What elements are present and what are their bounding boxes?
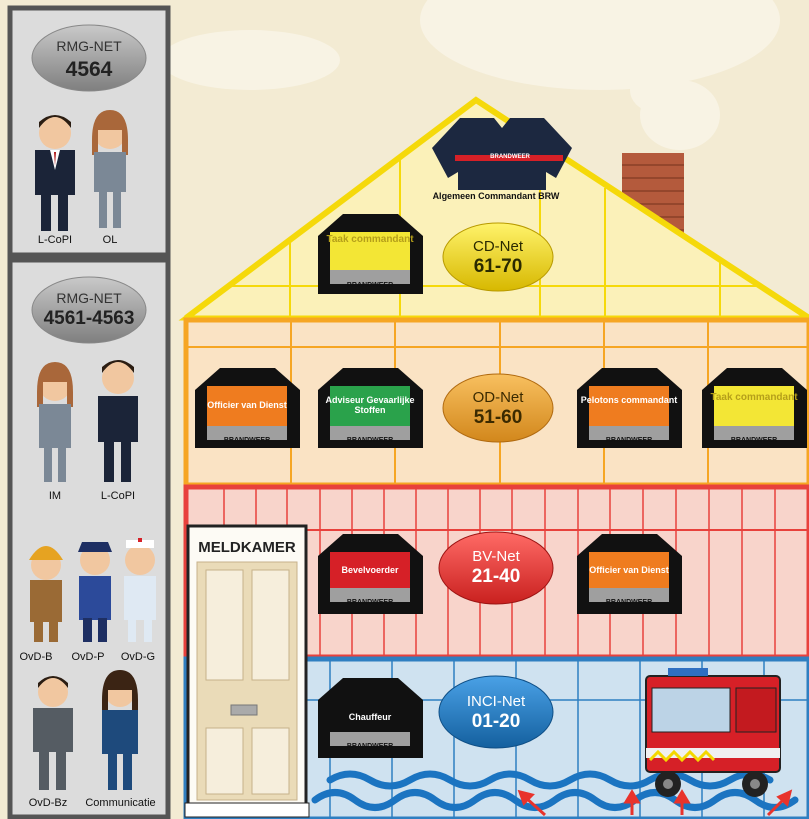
brand-inci: BRANDWEER — [335, 743, 405, 750]
od-net-title: OD-Net — [443, 389, 553, 406]
rmg-net-number-bottom: 4561-4563 — [19, 308, 159, 330]
person-label-im: IM — [20, 490, 90, 502]
brand-od-1: BRANDWEER — [212, 437, 282, 444]
bv-net-title: BV-Net — [441, 548, 551, 565]
shirt-label-chauffeur: Chauffeur — [315, 712, 425, 722]
shirt-label-bevelvoerder: Bevelvoerder — [315, 565, 425, 575]
rmg-net-title-top: RMG-NET — [29, 38, 149, 54]
cd-net-number: 61-70 — [443, 256, 553, 278]
brand-top-shirt: BRANDWEER — [475, 154, 545, 160]
meldkamer-label: MELDKAMER — [188, 539, 306, 556]
brand-bv-2: BRANDWEER — [594, 599, 664, 606]
bv-net-number: 21-40 — [441, 566, 551, 588]
od-net-number: 51-60 — [443, 407, 553, 429]
brand-od-2: BRANDWEER — [335, 437, 405, 444]
label-algemeen-commandant: Algemeen Commandant BRW — [416, 191, 576, 201]
cd-net-title: CD-Net — [443, 238, 553, 255]
inci-net-title: INCI-Net — [441, 693, 551, 710]
person-label-communicatie: Communicatie — [78, 797, 163, 809]
shirt-label-officier-van-dienst-od: Officier van Dienst — [192, 400, 302, 410]
inci-net-number: 01-20 — [441, 711, 551, 733]
brand-bv-1: BRANDWEER — [335, 599, 405, 606]
shirt-label-officier-van-dienst-bv: Officier van Dienst — [574, 565, 684, 575]
rmg-net-title-bottom: RMG-NET — [29, 290, 149, 306]
shirt-label-taak-od: Taak commandant — [699, 393, 809, 403]
meldkamer-door[interactable] — [185, 526, 309, 817]
person-label-ovd-b: OvD-B — [10, 651, 62, 663]
smoke — [630, 68, 680, 112]
brand-od-4: BRANDWEER — [719, 437, 789, 444]
person-label-ovd-bz: OvD-Bz — [18, 797, 78, 809]
cloud — [160, 30, 340, 90]
shirt-label-pelotons: Pelotons commandant — [574, 395, 684, 405]
person-label-ovd-p: OvD-P — [62, 651, 114, 663]
person-label-lcopi: L-CoPI — [83, 490, 153, 502]
shirt-label-taak-roof: Taak commandant — [315, 235, 425, 245]
person-label-ol: OL — [75, 234, 145, 246]
person-label-ovd-g: OvD-G — [112, 651, 164, 663]
shirt-label-adviseur: Adviseur Gevaarlijke Stoffen — [315, 395, 425, 415]
brand-taak-roof: BRANDWEER — [335, 282, 405, 289]
rmg-net-number-top: 4564 — [19, 58, 159, 82]
brand-od-3: BRANDWEER — [594, 437, 664, 444]
